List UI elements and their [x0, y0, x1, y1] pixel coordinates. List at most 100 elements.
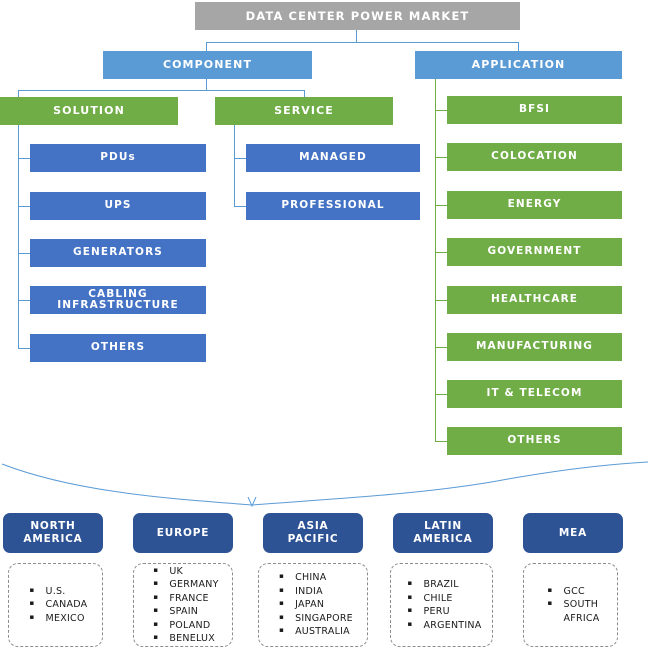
connector-stub-it-telecom — [435, 394, 447, 395]
node-label: GENERATORS — [73, 246, 163, 259]
country-item: CHINA — [279, 570, 353, 585]
country-item: POLAND — [153, 618, 218, 633]
country-item: SOUTH AFRICA — [548, 597, 600, 625]
node-cabling-infrastructure: CABLING INFRASTRUCTURE — [30, 286, 206, 314]
region-countries-mea: GCCSOUTH AFRICA — [523, 563, 618, 647]
region-countries-north-america: U.S.CANADAMEXICO — [8, 563, 103, 647]
region-label: NORTH AMERICA — [23, 520, 83, 545]
node-label: HEALTHCARE — [490, 293, 579, 306]
node-pdus: PDUs — [30, 144, 206, 172]
connector-component-spine — [18, 90, 304, 91]
connector-component-down — [206, 79, 207, 90]
node-government: GOVERNMENT — [447, 238, 622, 266]
node-label: COLOCATION — [491, 150, 578, 163]
country-item: JAPAN — [279, 597, 353, 612]
connector-stub-bfsi — [435, 110, 447, 111]
node-label: COMPONENT — [162, 58, 253, 72]
country-item: PERU — [407, 604, 481, 619]
region-label: EUROPE — [156, 526, 210, 539]
connector-stub-professional — [234, 206, 246, 207]
node-label: MANUFACTURING — [475, 340, 594, 353]
country-item: INDIA — [279, 584, 353, 599]
connector-stub-generators — [18, 253, 30, 254]
country-item: AUSTRALIA — [279, 624, 353, 639]
country-list: U.S.CANADAMEXICO — [24, 584, 88, 626]
region-label: LATIN AMERICA — [413, 520, 473, 545]
region-header-mea: MEA — [523, 513, 623, 553]
connector-root-spine — [206, 42, 518, 43]
region-countries-asia-pacific: CHINAINDIAJAPANSINGAPOREAUSTRALIA — [258, 563, 368, 647]
region-countries-latin-america: BRAZILCHILEPERUARGENTINA — [390, 563, 493, 647]
connector-stub-ups — [18, 206, 30, 207]
node-label: ENERGY — [507, 198, 562, 211]
connector-solution-drop — [18, 90, 19, 97]
region-label: ASIA PACIFIC — [287, 520, 339, 545]
connector-component-drop — [206, 42, 207, 51]
node-healthcare: HEALTHCARE — [447, 286, 622, 314]
country-item: UK — [153, 564, 218, 579]
country-list: UKGERMANYFRANCESPAINPOLANDBENELUX — [147, 564, 218, 646]
node-application: APPLICATION — [415, 51, 622, 79]
connector-stub-managed — [234, 158, 246, 159]
country-item: CANADA — [30, 597, 88, 612]
country-list: GCCSOUTH AFRICA — [542, 584, 600, 626]
connector-application-trunk — [435, 79, 436, 441]
connector-service-drop — [304, 90, 305, 97]
country-item: GERMANY — [153, 577, 218, 592]
node-colocation: COLOCATION — [447, 143, 622, 171]
connector-stub-manufacturing — [435, 347, 447, 348]
node-label: SOLUTION — [53, 104, 125, 118]
node-application-others: OTHERS — [447, 427, 622, 455]
connector-service-trunk — [234, 125, 235, 207]
region-label: MEA — [558, 526, 588, 539]
node-energy: ENERGY — [447, 191, 622, 219]
country-item: SINGAPORE — [279, 611, 353, 626]
connector-root-down — [356, 30, 357, 42]
node-label: OTHERS — [90, 341, 146, 354]
node-managed: MANAGED — [246, 144, 420, 172]
connector-stub-cabling — [18, 300, 30, 301]
node-label: CABLING INFRASTRUCTURE — [57, 287, 179, 311]
node-label: PDUs — [100, 151, 136, 164]
node-label: MANAGED — [299, 151, 367, 164]
region-sweep-connector — [1, 461, 649, 508]
node-generators: GENERATORS — [30, 239, 206, 267]
connector-stub-government — [435, 252, 447, 253]
region-header-latin-america: LATIN AMERICA — [393, 513, 493, 553]
connector-stub-application-others — [435, 441, 447, 442]
node-solution: SOLUTION — [0, 97, 178, 125]
node-label: APPLICATION — [471, 58, 566, 72]
country-item: FRANCE — [153, 591, 218, 606]
node-label: GOVERNMENT — [487, 245, 582, 258]
node-solution-others: OTHERS — [30, 334, 206, 362]
country-item: BENELUX — [153, 631, 218, 646]
connector-stub-energy — [435, 205, 447, 206]
node-ups: UPS — [30, 192, 206, 220]
node-root-market: DATA CENTER POWER MARKET — [195, 2, 520, 30]
country-item: BRAZIL — [407, 577, 481, 592]
connector-stub-healthcare — [435, 300, 447, 301]
country-item: U.S. — [30, 584, 88, 599]
region-countries-europe: UKGERMANYFRANCESPAINPOLANDBENELUX — [133, 563, 233, 647]
country-item: ARGENTINA — [407, 618, 481, 633]
node-bfsi: BFSI — [447, 96, 622, 124]
node-it-telecom: IT & TELECOM — [447, 380, 622, 408]
connector-stub-solution-others — [18, 348, 30, 349]
country-list: BRAZILCHILEPERUARGENTINA — [401, 577, 481, 633]
node-service: SERVICE — [215, 97, 393, 125]
node-manufacturing: MANUFACTURING — [447, 333, 622, 361]
country-item: SPAIN — [153, 604, 218, 619]
node-professional: PROFESSIONAL — [246, 192, 420, 220]
country-item: MEXICO — [30, 611, 88, 626]
node-label: DATA CENTER POWER MARKET — [245, 8, 470, 23]
region-header-north-america: NORTH AMERICA — [3, 513, 103, 553]
region-header-europe: EUROPE — [133, 513, 233, 553]
node-label: SERVICE — [274, 104, 334, 118]
node-label: BFSI — [518, 103, 551, 116]
connector-stub-colocation — [435, 157, 447, 158]
node-label: PROFESSIONAL — [281, 199, 385, 212]
connector-application-drop — [518, 42, 519, 51]
node-label: OTHERS — [507, 434, 562, 447]
connector-stub-pdus — [18, 158, 30, 159]
